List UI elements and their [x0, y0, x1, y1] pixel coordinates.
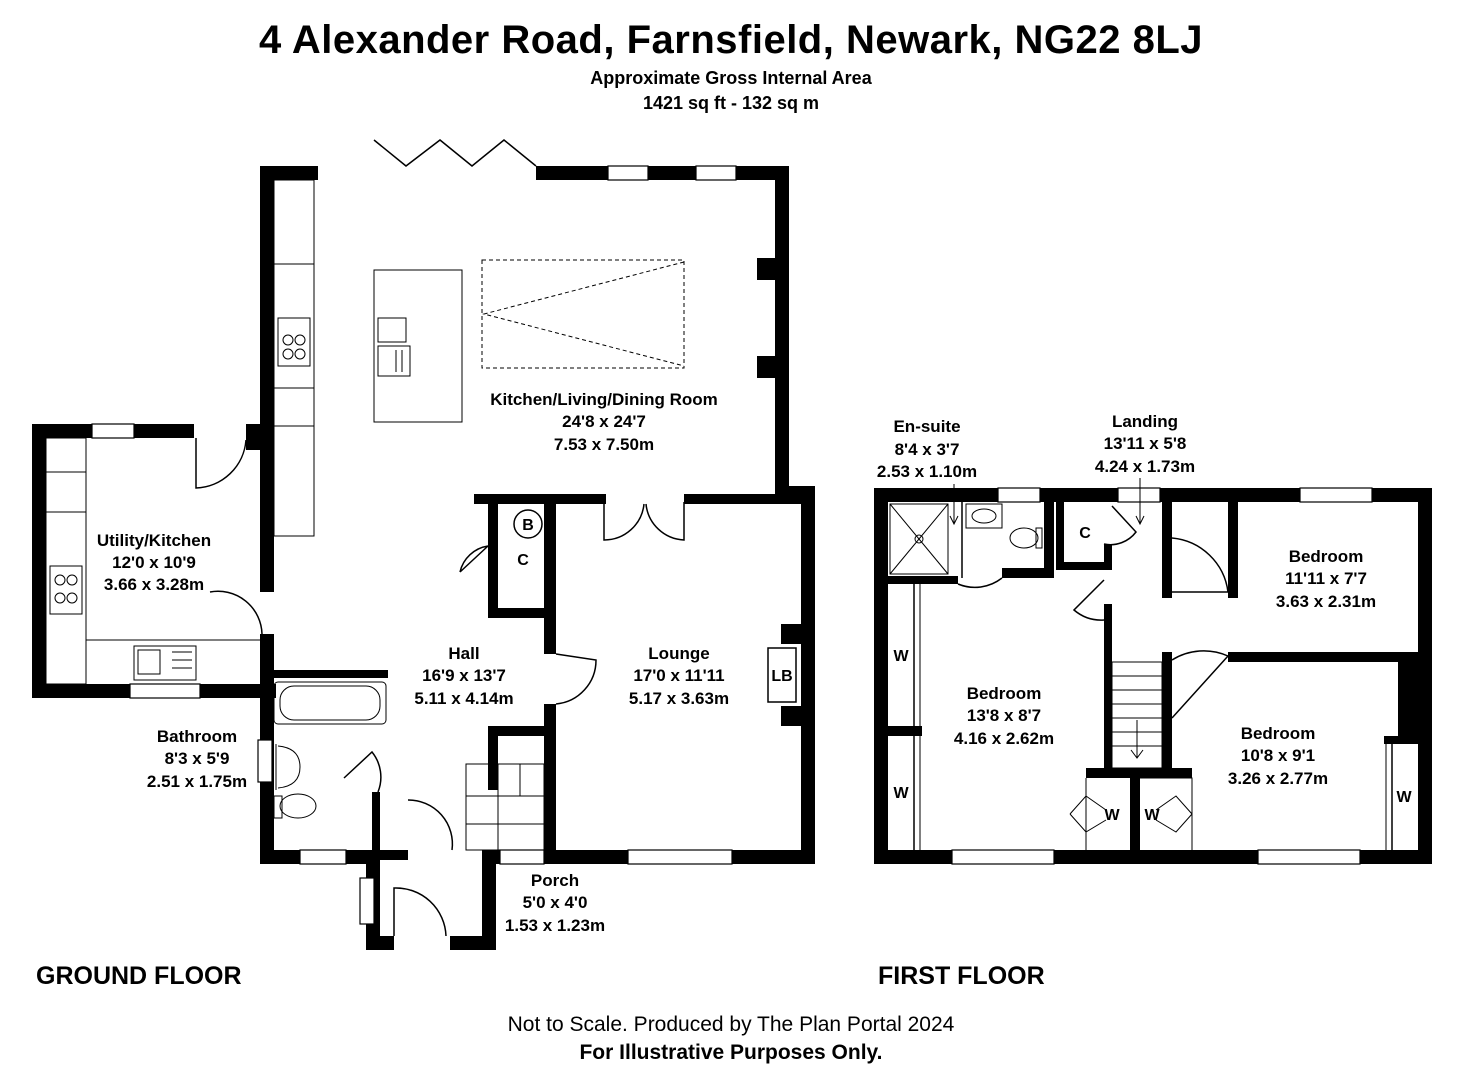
ground-floor-windows: [91, 165, 737, 925]
ground-floor-doors: [195, 438, 685, 937]
wardrobe-marker-1: W: [893, 648, 909, 665]
bedroom-main-imperial: 13'8 x 8'7: [967, 706, 1041, 725]
first-floor-doors: [957, 505, 1230, 719]
ensuite-metric: 2.53 x 1.10m: [877, 462, 977, 481]
ensuite-name: En-suite: [893, 417, 960, 436]
utility-name: Utility/Kitchen: [97, 531, 211, 550]
lounge-imperial: 17'0 x 11'11: [633, 666, 724, 685]
ground-floor-walls: [32, 166, 815, 950]
porch-metric: 1.53 x 1.23m: [505, 916, 605, 935]
wardrobe-marker-5: W: [1396, 789, 1412, 806]
bedroom-back-imperial: 11'11 x 7'7: [1285, 569, 1367, 588]
bedroom-back-name: Bedroom: [1289, 547, 1364, 566]
wardrobe-marker-4: W: [1144, 807, 1160, 824]
ground-floor-plan: Kitchen/Living/Dining Room 24'8 x 24'7 7…: [32, 139, 815, 950]
area-label: Approximate Gross Internal Area: [590, 68, 872, 88]
first-stairs: [1111, 661, 1163, 769]
first-floor-label: FIRST FLOOR: [878, 962, 1045, 990]
skylight: [481, 259, 685, 369]
kitchen-living-metric: 7.53 x 7.50m: [554, 435, 654, 454]
hall-imperial: 16'9 x 13'7: [422, 666, 506, 685]
utility-metric: 3.66 x 3.28m: [104, 575, 204, 594]
bedroom-front-imperial: 10'8 x 9'1: [1241, 746, 1315, 765]
first-floor-windows: [951, 487, 1373, 865]
bathroom-metric: 2.51 x 1.75m: [147, 772, 247, 791]
ensuite-fittings: [889, 502, 1043, 578]
ground-floor-label: GROUND FLOOR: [36, 962, 242, 990]
bathroom-imperial: 8'3 x 5'9: [165, 749, 230, 768]
kitchen-living-name: Kitchen/Living/Dining Room: [490, 390, 718, 409]
bifold-door: [373, 139, 537, 167]
bedroom-front-name: Bedroom: [1241, 724, 1316, 743]
first-floor-plan: En-suite 8'4 x 3'7 2.53 x 1.10m Landing …: [874, 412, 1432, 865]
boiler-marker: B: [522, 517, 534, 534]
bedroom-front-metric: 3.26 x 2.77m: [1228, 769, 1328, 788]
hall-name: Hall: [448, 644, 479, 663]
kitchen-island: [373, 269, 463, 423]
bedroom-main-name: Bedroom: [967, 684, 1042, 703]
wardrobe-marker-2: W: [893, 785, 909, 802]
utility-imperial: 12'0 x 10'9: [112, 553, 196, 572]
area-value: 1421 sq ft - 132 sq m: [642, 93, 820, 113]
landing-name: Landing: [1112, 412, 1178, 431]
ground-stairs: [465, 763, 545, 851]
boiler-circle: [513, 509, 543, 539]
first-floor-walls: [874, 488, 1432, 864]
log-burner-marker: LB: [771, 668, 792, 685]
porch-name: Porch: [531, 871, 579, 890]
cupboard-marker: C: [517, 552, 529, 569]
wardrobe-marker-3: W: [1104, 807, 1120, 824]
kitchen-living-imperial: 24'8 x 24'7: [562, 412, 646, 431]
hall-metric: 5.11 x 4.14m: [414, 689, 513, 708]
porch-imperial: 5'0 x 4'0: [523, 893, 588, 912]
first-floor-wardrobes: [913, 584, 1393, 850]
first-cupboard-marker: C: [1079, 525, 1091, 542]
bedroom-back-metric: 3.63 x 2.31m: [1276, 592, 1376, 611]
footer-disclaimer: For Illustrative Purposes Only.: [579, 1041, 883, 1064]
log-burner-box: [767, 647, 797, 703]
utility-units: [45, 437, 260, 685]
kitchen-units: [273, 179, 685, 537]
bathroom-name: Bathroom: [157, 727, 237, 746]
lounge-metric: 5.17 x 3.63m: [629, 689, 729, 708]
lounge-name: Lounge: [648, 644, 709, 663]
ensuite-imperial: 8'4 x 3'7: [895, 440, 960, 459]
landing-imperial: 13'11 x 5'8: [1104, 434, 1187, 453]
landing-metric: 4.24 x 1.73m: [1095, 457, 1195, 476]
bedroom-main-metric: 4.16 x 2.62m: [954, 729, 1054, 748]
bathroom-fittings: [273, 681, 387, 819]
plan-title: 4 Alexander Road, Farnsfield, Newark, NG…: [258, 18, 1204, 62]
footer-credit: Not to Scale. Produced by The Plan Porta…: [507, 1013, 955, 1036]
